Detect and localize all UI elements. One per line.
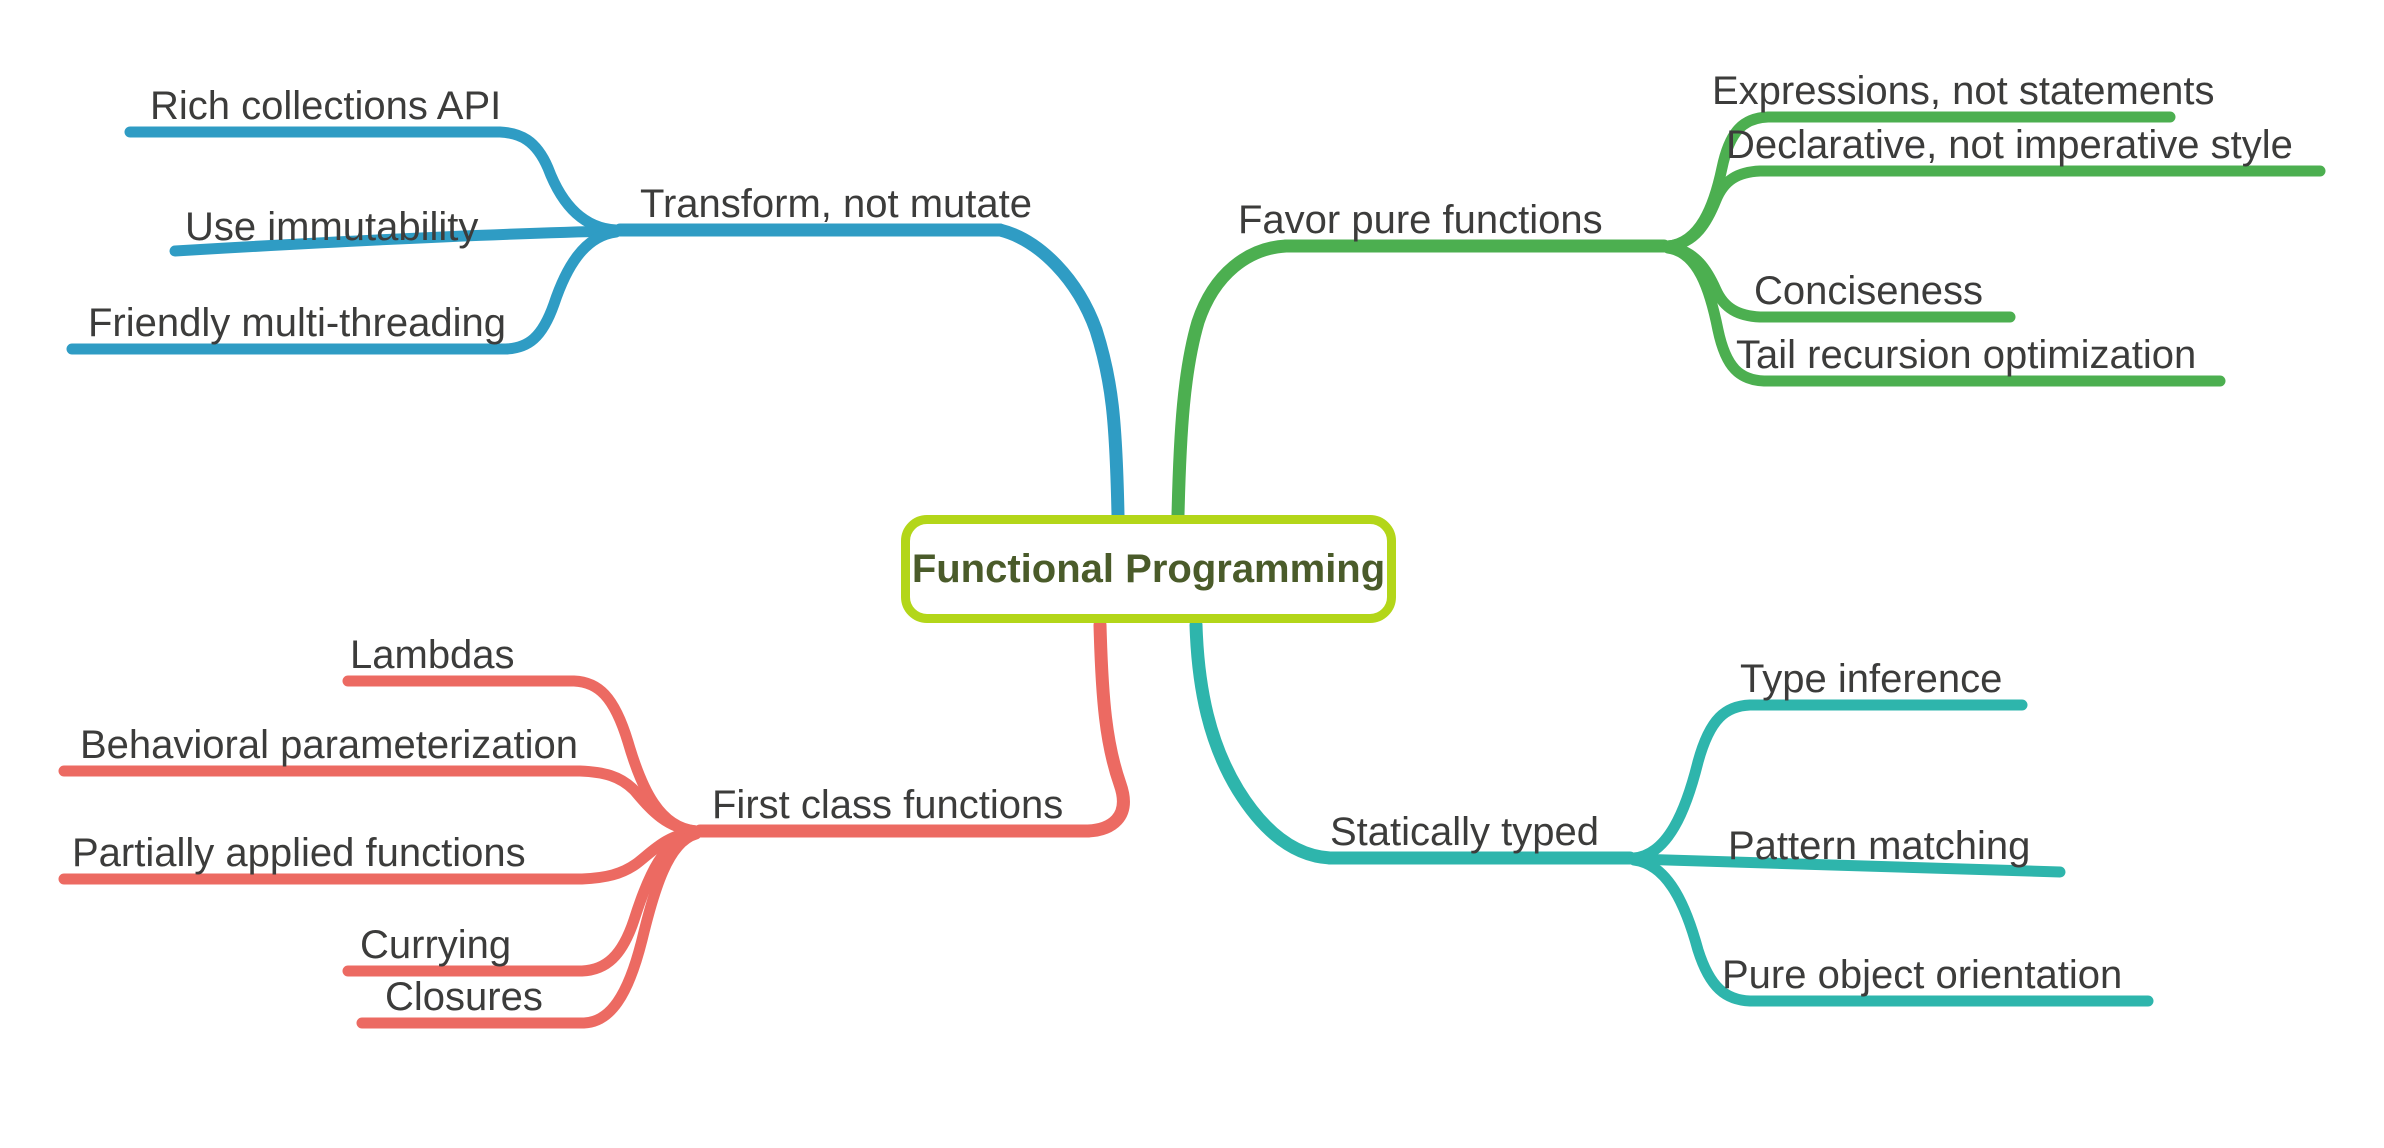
leaf-label-declarative-not-imperative-style[interactable]: Declarative, not imperative style <box>1726 123 2293 167</box>
leaf-label-rich-collections-api[interactable]: Rich collections API <box>150 84 502 128</box>
leaf-label-closures[interactable]: Closures <box>385 975 543 1019</box>
branch-label-statically-typed[interactable]: Statically typed <box>1330 810 1600 854</box>
branch-label-first-class-functions[interactable]: First class functions <box>712 783 1064 827</box>
branch-label-favor-pure-functions[interactable]: Favor pure functions <box>1238 198 1603 242</box>
leaf-line-declarative-not-imperative-style <box>1662 165 2326 252</box>
leaf-label-partially-applied-functions[interactable]: Partially applied functions <box>72 831 526 875</box>
leaf-line-closures <box>356 828 702 1029</box>
leaf-line-use-immutability <box>169 225 622 257</box>
branch-trunk-teal <box>1189 618 1337 865</box>
leaf-label-tail-recursion-optimization[interactable]: Tail recursion optimization <box>1736 333 2197 377</box>
leaf-label-pattern-matching[interactable]: Pattern matching <box>1728 824 2031 868</box>
leaf-line-currying <box>342 827 702 977</box>
leaf-label-use-immutability[interactable]: Use immutability <box>185 205 479 249</box>
leaf-line-behavioral-parameterization <box>58 765 702 837</box>
leaf-line-friendly-multi-threading <box>66 226 622 355</box>
leaf-label-currying[interactable]: Currying <box>360 923 512 967</box>
branch-trunk-red <box>1081 618 1130 838</box>
branch-lines-first-class-functions <box>58 618 1130 1029</box>
leaf-label-behavioral-parameterization[interactable]: Behavioral parameterization <box>80 723 579 767</box>
leaf-label-type-inference[interactable]: Type inference <box>1740 657 2003 701</box>
central-node-label: Functional Programming <box>911 546 1386 591</box>
leaf-line-pure-object-orientation <box>1628 854 2154 1007</box>
leaf-label-expressions-not-statements[interactable]: Expressions, not statements <box>1712 69 2215 113</box>
branch-lines-transform-not-mutate <box>66 126 1125 522</box>
leaf-label-friendly-multi-threading[interactable]: Friendly multi-threading <box>88 301 506 345</box>
leaf-line-rich-collections-api <box>124 126 622 236</box>
leaf-line-type-inference <box>1628 699 2028 864</box>
leaf-label-lambdas[interactable]: Lambdas <box>350 633 515 677</box>
leaf-line-tail-recursion-optimization <box>1662 242 2226 387</box>
branch-lines-statically-typed <box>1189 618 2154 1007</box>
central-node[interactable]: Functional Programming <box>901 515 1396 623</box>
branch-trunk-blue <box>993 223 1125 522</box>
branch-trunk-green <box>1171 239 1293 522</box>
leaf-label-conciseness[interactable]: Conciseness <box>1754 269 1984 313</box>
branch-lines-favor-pure-functions <box>1171 111 2326 522</box>
leaf-line-pattern-matching <box>1628 853 2066 878</box>
leaf-label-pure-object-orientation[interactable]: Pure object orientation <box>1722 953 2123 997</box>
branch-label-transform-not-mutate[interactable]: Transform, not mutate <box>640 182 1032 226</box>
